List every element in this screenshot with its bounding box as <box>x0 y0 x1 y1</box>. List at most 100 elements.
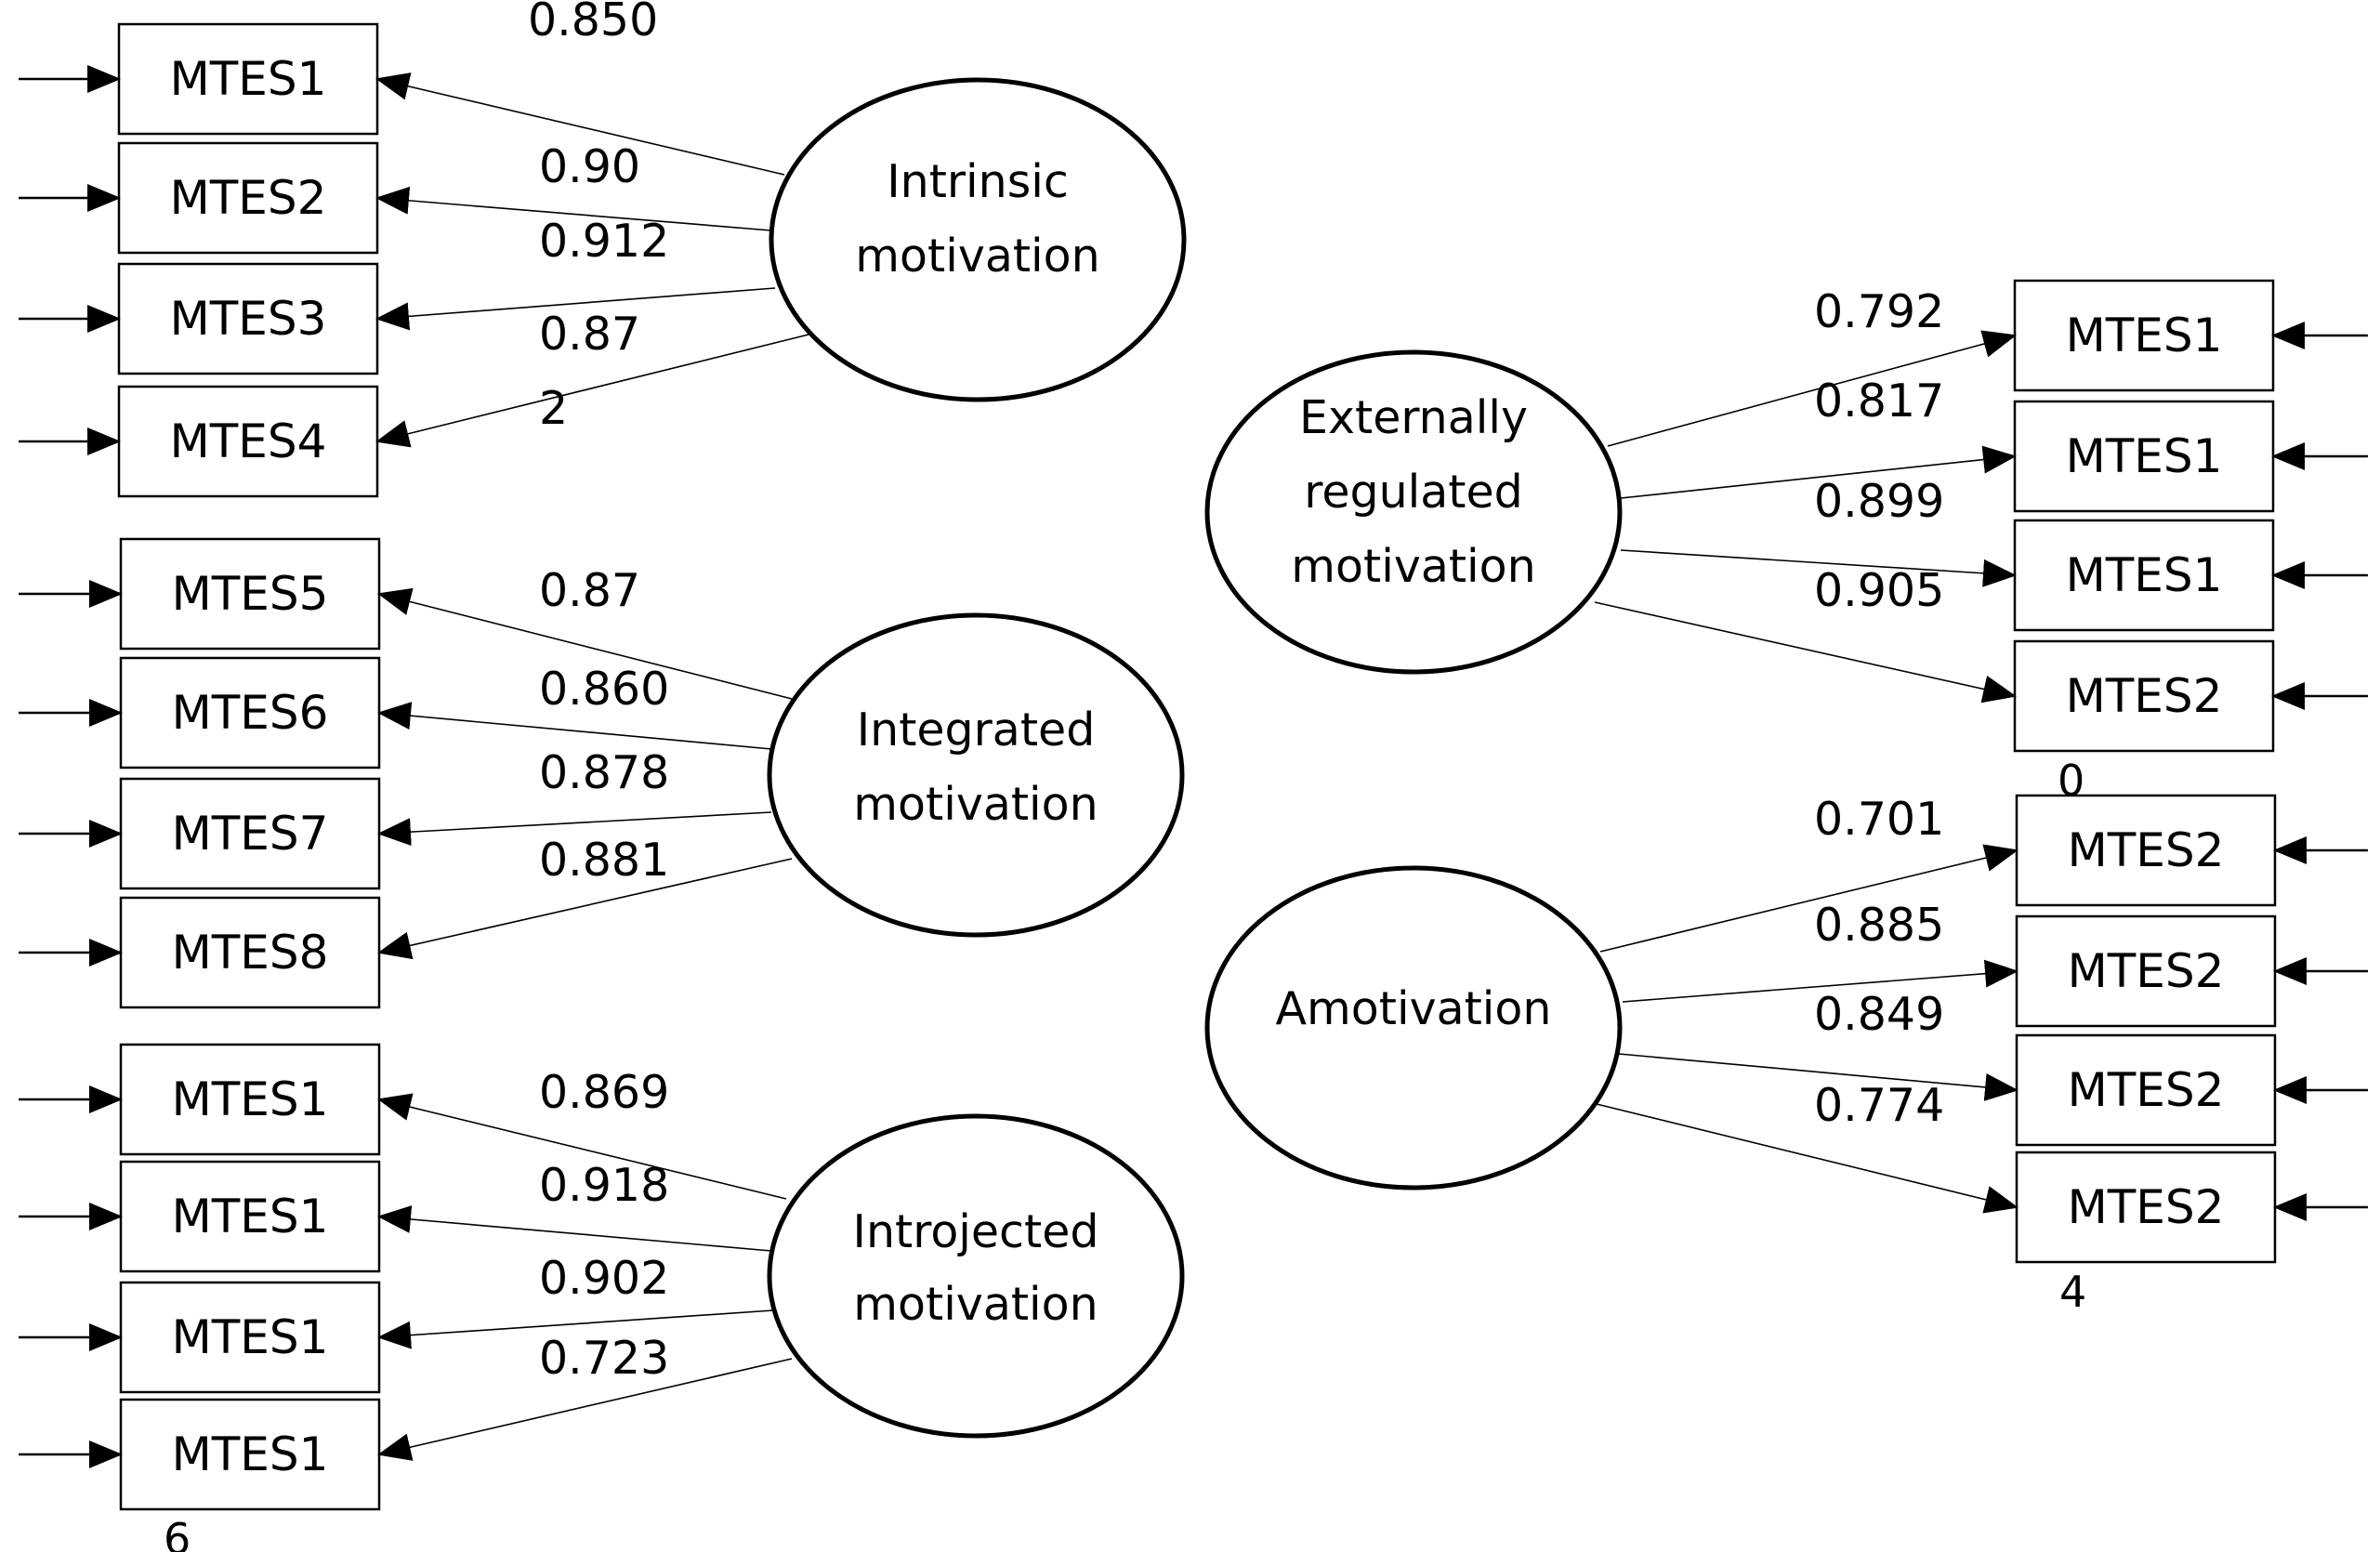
indicator-label: MTES2 <box>2068 1063 2225 1117</box>
latent-factor-label: Intrinsic <box>887 155 1069 208</box>
loading-coefficient: 0.774 <box>1814 1079 1944 1132</box>
indicator-box <box>119 1281 381 1394</box>
latent-factor-label: motivation <box>1291 540 1535 593</box>
latent-factor-ellipse <box>767 612 1185 938</box>
indicator-label: MTES7 <box>172 807 329 861</box>
indicator-box <box>2013 519 2275 632</box>
latent-factor-label: Introjected <box>853 1205 1099 1258</box>
indicator-label: MTES2 <box>2068 1180 2225 1234</box>
indicator-box <box>117 22 379 136</box>
indicator-box <box>2015 1033 2277 1147</box>
indicator-label: MTES1 <box>2066 309 2223 362</box>
loading-coefficient: 0.881 <box>539 834 669 887</box>
loading-arrow <box>377 858 793 960</box>
indicator-label: MTES6 <box>172 686 329 740</box>
loading-coefficient: 0.899 <box>1814 475 1944 528</box>
latent-factor-label: motivation <box>855 230 1099 283</box>
loading-arrow <box>375 334 809 448</box>
loading-arrow <box>1599 844 2018 953</box>
loading-arrow <box>377 1358 793 1461</box>
indicator-box <box>117 141 379 255</box>
loading-coefficient: 0.902 <box>539 1252 669 1305</box>
loading-arrow <box>377 1309 774 1349</box>
indicator-label: MTES2 <box>2068 823 2225 877</box>
indicator-label: MTES8 <box>172 926 329 980</box>
indicator-box <box>2015 794 2277 907</box>
latent-factor-label: Integrated <box>857 704 1096 756</box>
latent-factor-label: regulated <box>1304 466 1522 519</box>
loading-arrow <box>377 1205 772 1252</box>
indicator-label-overflow: 6 <box>164 1514 191 1552</box>
latent-factor-ellipse <box>767 1113 1185 1439</box>
indicator-box <box>119 1398 381 1511</box>
loading-arrow <box>375 287 776 331</box>
loading-coefficient: 0.905 <box>1814 564 1944 617</box>
indicator-box <box>2013 400 2275 513</box>
loading-coefficient-overflow: 2 <box>539 382 568 435</box>
loading-coefficient: 0.885 <box>1814 899 1944 952</box>
indicator-label: MTES2 <box>2068 944 2225 998</box>
indicator-label: MTES2 <box>170 171 327 225</box>
latent-factor-label: Externally <box>1299 391 1528 444</box>
loading-coefficient: 0.817 <box>1814 375 1944 427</box>
loading-arrow <box>1596 1103 2018 1214</box>
loading-coefficient: 0.792 <box>1814 285 1944 338</box>
indicator-box <box>119 896 381 1009</box>
loading-coefficient: 0.849 <box>1814 988 1944 1041</box>
loading-coefficient: 0.87 <box>539 308 640 361</box>
indicator-box <box>2013 279 2275 392</box>
factor-group-amotivation: MTES20.701MTES20.885MTES20.849MTES240.77… <box>1204 793 2368 1317</box>
loading-arrow <box>1620 445 2017 499</box>
indicator-label: MTES1 <box>172 1427 329 1481</box>
latent-factor-ellipse <box>1204 865 1623 1190</box>
latent-factor-label: motivation <box>853 778 1098 831</box>
indicator-box <box>117 262 379 375</box>
loading-arrow <box>1620 549 2017 587</box>
latent-factor-ellipse <box>769 77 1187 402</box>
loading-arrow <box>1594 601 2017 704</box>
indicator-label: MTES2 <box>2066 669 2223 723</box>
indicator-box <box>119 1043 381 1156</box>
loading-arrow <box>377 811 772 847</box>
loading-arrow <box>377 1093 787 1200</box>
loading-coefficient: 0.90 <box>539 140 640 193</box>
indicator-box <box>117 385 379 498</box>
loading-coefficient: 0.850 <box>528 0 658 46</box>
indicator-label: MTES1 <box>2066 548 2223 602</box>
indicator-label: MTES1 <box>2066 429 2223 483</box>
factor-group-external: MTES10.792MTES10.817MTES10.899MTES200.90… <box>1204 279 2368 806</box>
latent-factor-label: motivation <box>853 1278 1098 1331</box>
loading-coefficient: 0.860 <box>539 663 669 716</box>
loading-arrow <box>375 186 772 231</box>
loading-arrow <box>1607 330 2017 447</box>
indicator-label: MTES3 <box>170 292 327 346</box>
indicator-label: MTES1 <box>170 52 327 106</box>
latent-factor-ellipse <box>1204 349 1623 675</box>
loading-coefficient: 0.878 <box>539 746 669 799</box>
loading-coefficient: 0.912 <box>539 215 669 268</box>
loading-arrow <box>377 702 772 750</box>
indicator-box <box>2015 914 2277 1028</box>
indicator-box <box>119 1160 381 1273</box>
indicator-label: MTES5 <box>172 567 329 621</box>
indicator-box <box>2013 639 2275 753</box>
loading-arrow <box>1622 959 2018 1003</box>
indicator-label: MTES4 <box>170 414 327 468</box>
indicator-box <box>119 777 381 890</box>
indicator-label: MTES1 <box>172 1072 329 1126</box>
loading-coefficient: 0.723 <box>539 1332 669 1385</box>
indicator-label: MTES1 <box>172 1310 329 1364</box>
indicator-label-overflow: 4 <box>2059 1267 2086 1317</box>
indicator-box <box>119 537 381 651</box>
loading-coefficient: 0.918 <box>539 1159 669 1212</box>
loading-coefficient: 0.869 <box>539 1066 669 1119</box>
loading-coefficient: 0.701 <box>1814 793 1944 846</box>
indicator-label: MTES1 <box>172 1190 329 1243</box>
loading-arrow <box>377 587 793 700</box>
loading-coefficient: 0.87 <box>539 564 640 617</box>
loading-arrow <box>1618 1053 2018 1101</box>
